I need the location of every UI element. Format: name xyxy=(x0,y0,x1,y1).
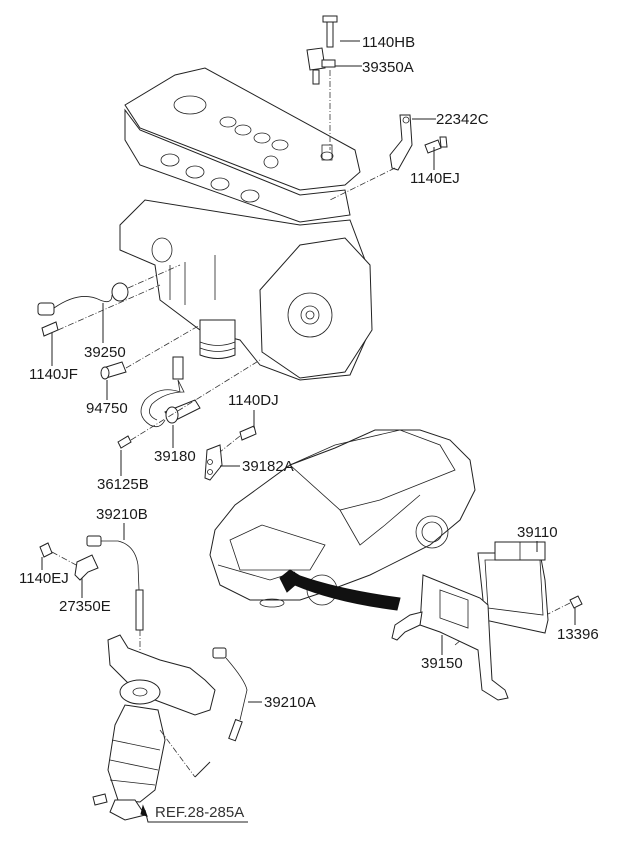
ecu-bracket-illustration xyxy=(391,574,509,701)
part-label-1140jf[interactable]: 1140JF xyxy=(29,366,78,383)
part-label-27350e[interactable]: 27350E xyxy=(59,598,111,615)
part-label-1140hb[interactable]: 1140HB xyxy=(362,34,416,51)
oil-pressure-switch-illustration xyxy=(100,324,201,380)
part-label-39210b[interactable]: 39210B xyxy=(96,506,148,523)
camshaft-sensor-illustration xyxy=(306,15,338,150)
knock-sensor-illustration xyxy=(37,264,181,337)
oxygen-sensor-upper-illustration xyxy=(86,535,144,690)
part-label-39110[interactable]: 39110 xyxy=(517,524,558,541)
location-arrow xyxy=(279,569,401,611)
part-label-13396[interactable]: 13396 xyxy=(557,626,599,643)
bracket-22342c-illustration xyxy=(329,114,448,201)
exhaust-manifold-illustration xyxy=(92,634,216,821)
part-label-39210a[interactable]: 39210A xyxy=(264,694,316,711)
connector-leader xyxy=(159,729,196,778)
engine-block-illustration xyxy=(119,67,373,381)
bracket-39182a-illustration xyxy=(204,425,257,481)
part-label-36125b[interactable]: 36125B xyxy=(97,476,149,493)
part-label-39182a[interactable]: 39182A xyxy=(242,458,294,475)
part-label-39180[interactable]: 39180 xyxy=(154,448,196,465)
part-label-1140ej-upper[interactable]: 1140EJ xyxy=(410,170,460,187)
crankshaft-sensor-illustration xyxy=(117,356,261,449)
part-label-1140ej-lower[interactable]: 1140EJ xyxy=(19,570,69,587)
vehicle-illustration xyxy=(209,429,476,608)
reference-leader xyxy=(140,804,248,823)
part-label-39150[interactable]: 39150 xyxy=(421,655,463,672)
part-label-22342c[interactable]: 22342C xyxy=(436,111,489,128)
part-label-39250[interactable]: 39250 xyxy=(84,344,126,361)
part-label-1140dj[interactable]: 1140DJ xyxy=(228,392,279,409)
part-label-94750[interactable]: 94750 xyxy=(86,400,128,417)
reference-label[interactable]: REF.28-285A xyxy=(155,804,245,821)
oxygen-sensor-lower-illustration xyxy=(194,647,248,778)
bracket-27350e-illustration xyxy=(39,542,99,581)
ecu-illustration xyxy=(454,541,583,646)
part-label-39350a[interactable]: 39350A xyxy=(362,59,414,76)
